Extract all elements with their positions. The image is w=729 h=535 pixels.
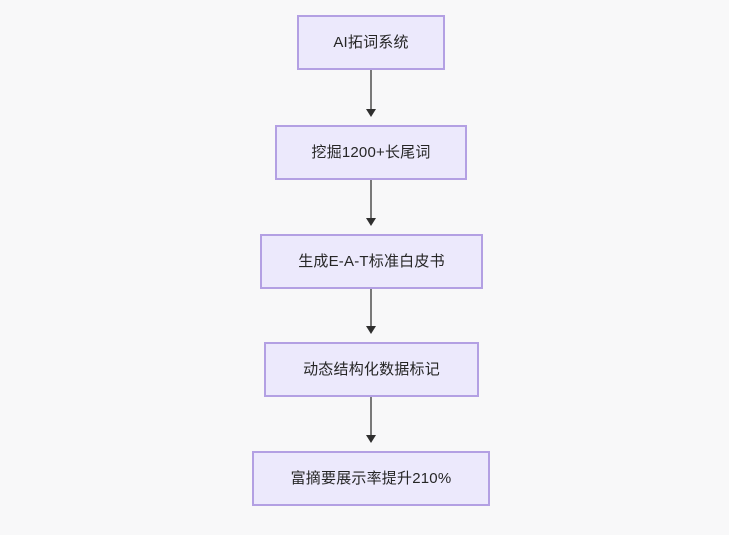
flow-node-label: AI拓词系统: [333, 33, 409, 51]
flow-node-structured-data-markup[interactable]: 动态结构化数据标记: [264, 342, 479, 397]
edge-n4-n5: [366, 397, 376, 443]
flow-node-label: 动态结构化数据标记: [303, 360, 440, 378]
flow-node-ai-keyword-system[interactable]: AI拓词系统: [297, 15, 445, 70]
flow-node-label: 富摘要展示率提升210%: [290, 469, 452, 487]
edge-line: [370, 70, 372, 110]
flow-node-label: 挖掘1200+长尾词: [311, 143, 431, 161]
edge-line: [370, 397, 372, 436]
edge-line: [370, 180, 372, 219]
flow-node-label: 生成E-A-T标准白皮书: [298, 252, 445, 270]
edge-n2-n3: [366, 180, 376, 226]
flow-node-longtail-mining[interactable]: 挖掘1200+长尾词: [275, 125, 467, 180]
edge-n3-n4: [366, 289, 376, 334]
arrowhead-icon: [366, 218, 376, 226]
flow-node-rich-snippet-result[interactable]: 富摘要展示率提升210%: [252, 451, 490, 506]
edge-n1-n2: [366, 70, 376, 117]
arrowhead-icon: [366, 109, 376, 117]
arrowhead-icon: [366, 326, 376, 334]
edge-line: [370, 289, 372, 327]
arrowhead-icon: [366, 435, 376, 443]
flow-node-eat-whitepaper[interactable]: 生成E-A-T标准白皮书: [260, 234, 483, 289]
